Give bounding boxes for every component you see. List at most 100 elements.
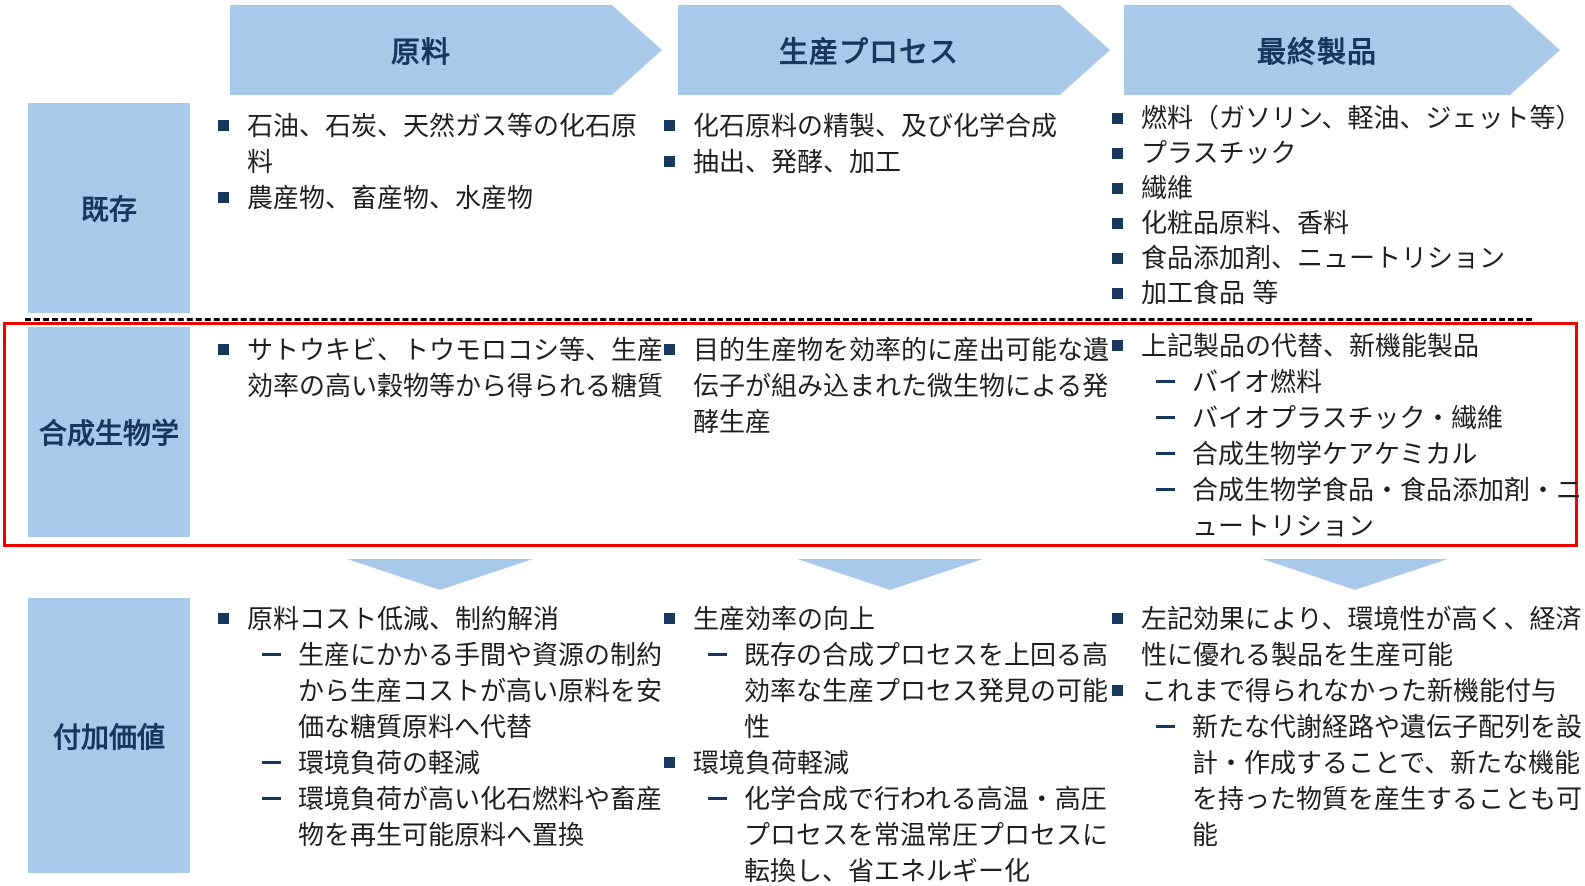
- cell-added-value-raw-materials: 原料コスト低減、制約解消 生産にかかる手間や資源の制約から生産コストが高い原料を…: [214, 601, 662, 853]
- bullet-icon: [1112, 685, 1123, 696]
- list-item: 環境負荷が高い化石燃料や畜産物を再生可能原料へ置換: [214, 781, 662, 853]
- list-item: 繊維: [1108, 171, 1585, 206]
- dash-icon: [708, 797, 727, 800]
- list-item-text: 原料コスト低減、制約解消: [247, 604, 560, 634]
- bullet-icon: [664, 120, 675, 131]
- bullet-icon: [218, 344, 229, 355]
- bullet-icon: [1112, 288, 1123, 299]
- bullet-icon: [1112, 148, 1123, 159]
- list-item: サトウキビ、トウモロコシ等、生産効率の高い穀物等から得られる糖質: [214, 332, 666, 404]
- dash-icon: [262, 653, 281, 656]
- row-label-text: 既存: [80, 194, 137, 225]
- row-label-text: 合成生物学: [38, 418, 179, 449]
- dash-icon: [1156, 488, 1175, 491]
- list-item-text: 抽出、発酵、加工: [693, 147, 902, 177]
- dashed-divider-line: [25, 318, 1532, 321]
- cell-synbio-production-process: 目的生産物を効率的に産出可能な遺伝子が組み込まれた微生物による発酵生産: [660, 332, 1115, 440]
- list-item-text: 食品添加剤、ニュートリション: [1141, 243, 1506, 273]
- list-item-text: バイオ燃料: [1192, 367, 1323, 397]
- dash-icon: [1156, 416, 1175, 419]
- dash-icon: [1156, 380, 1175, 383]
- dash-icon: [262, 797, 281, 800]
- stage-arrow-label: 最終製品: [1256, 37, 1377, 69]
- list-item-text: 既存の合成プロセスを上回る高効率な生産プロセス発見の可能性: [744, 640, 1109, 742]
- stage-arrow-raw-materials: 原料: [230, 5, 662, 95]
- list-item-text: 生産効率の向上: [693, 604, 876, 634]
- list-item-text: 化学合成で行われる高温・高圧プロセスを常温常圧プロセスに転換し、省エネルギー化: [744, 784, 1109, 886]
- list-item-text: 新たな代謝経路や遺伝子配列を設計・作成することで、新たな機能を持った物質を産生す…: [1192, 712, 1583, 850]
- list-item-text: 左記効果により、環境性が高く、経済性に優れる製品を生産可能: [1141, 604, 1582, 670]
- stage-arrow-label: 原料: [390, 37, 451, 69]
- stage-arrow-label: 生産プロセス: [778, 37, 959, 69]
- row-label-synthetic-biology: 合成生物学: [28, 327, 190, 537]
- list-item: 原料コスト低減、制約解消: [214, 601, 662, 637]
- list-item-text: 繊維: [1141, 173, 1194, 203]
- list-item-text: 環境負荷の軽減: [298, 748, 481, 778]
- cell-existing-production-process: 化石原料の精製、及び化学合成 抽出、発酵、加工: [660, 108, 1110, 180]
- list-item: これまで得られなかった新機能付与: [1108, 673, 1585, 709]
- list-item-text: プラスチック: [1141, 138, 1297, 168]
- bullet-icon: [1112, 340, 1123, 351]
- bullet-icon: [664, 613, 675, 624]
- cell-added-value-production-process: 生産効率の向上 既存の合成プロセスを上回る高効率な生産プロセス発見の可能性 環境…: [660, 601, 1120, 886]
- row-label-existing: 既存: [28, 103, 190, 313]
- list-item: バイオプラスチック・繊維: [1108, 400, 1583, 436]
- dash-icon: [1156, 452, 1175, 455]
- list-item: 加工食品 等: [1108, 276, 1585, 311]
- list-item: 合成生物学食品・食品添加剤・ニュートリション: [1108, 472, 1583, 544]
- list-item-text: 加工食品 等: [1141, 278, 1279, 308]
- cell-synbio-final-products: 上記製品の代替、新機能製品 バイオ燃料 バイオプラスチック・繊維 合成生物学ケア…: [1108, 328, 1583, 544]
- cell-synbio-raw-materials: サトウキビ、トウモロコシ等、生産効率の高い穀物等から得られる糖質: [214, 332, 666, 404]
- cell-existing-final-products: 燃料（ガソリン、軽油、ジェット等） プラスチック 繊維 化粧品原料、香料 食品添…: [1108, 101, 1585, 311]
- dash-icon: [1156, 725, 1175, 728]
- list-item-text: バイオプラスチック・繊維: [1192, 403, 1503, 433]
- list-item-text: これまで得られなかった新機能付与: [1141, 676, 1558, 706]
- bullet-icon: [664, 757, 675, 768]
- cell-existing-raw-materials: 石油、石炭、天然ガス等の化石原料 農産物、畜産物、水産物: [214, 108, 662, 216]
- list-item-text: 合成生物学ケアケミカル: [1192, 439, 1478, 469]
- dash-icon: [262, 761, 281, 764]
- bullet-icon: [1112, 613, 1123, 624]
- list-item: 抽出、発酵、加工: [660, 144, 1110, 180]
- list-item-text: 農産物、畜産物、水産物: [247, 183, 534, 213]
- list-item-text: 環境負荷軽減: [693, 748, 850, 778]
- list-item: 既存の合成プロセスを上回る高効率な生産プロセス発見の可能性: [660, 637, 1120, 745]
- list-item: 生産にかかる手間や資源の制約から生産コストが高い原料を安価な糖質原料へ代替: [214, 637, 662, 745]
- list-item: 環境負荷軽減: [660, 745, 1120, 781]
- bullet-icon: [1112, 218, 1123, 229]
- list-item: 生産効率の向上: [660, 601, 1120, 637]
- list-item: 目的生産物を効率的に産出可能な遺伝子が組み込まれた微生物による発酵生産: [660, 332, 1115, 440]
- cell-added-value-final-products: 左記効果により、環境性が高く、経済性に優れる製品を生産可能 これまで得られなかっ…: [1108, 601, 1585, 853]
- list-item-text: 化粧品原料、香料: [1141, 208, 1350, 238]
- bullet-icon: [1112, 183, 1123, 194]
- stage-arrow-final-products: 最終製品: [1124, 5, 1560, 95]
- list-item: 化学合成で行われる高温・高圧プロセスを常温常圧プロセスに転換し、省エネルギー化: [660, 781, 1120, 886]
- down-arrow-icon: [347, 559, 533, 590]
- bullet-icon: [664, 156, 675, 167]
- list-item-text: 生産にかかる手間や資源の制約から生産コストが高い原料を安価な糖質原料へ代替: [298, 640, 663, 742]
- bullet-icon: [218, 120, 229, 131]
- list-item: 食品添加剤、ニュートリション: [1108, 241, 1585, 276]
- synthetic-biology-highlight-box: [3, 322, 1578, 547]
- list-item-text: サトウキビ、トウモロコシ等、生産効率の高い穀物等から得られる糖質: [247, 335, 664, 401]
- list-item: プラスチック: [1108, 136, 1585, 171]
- list-item-text: 合成生物学食品・食品添加剤・ニュートリション: [1192, 475, 1583, 541]
- list-item-text: 環境負荷が高い化石燃料や畜産物を再生可能原料へ置換: [298, 784, 663, 850]
- bullet-icon: [218, 613, 229, 624]
- list-item: バイオ燃料: [1108, 364, 1583, 400]
- list-item-text: 化石原料の精製、及び化学合成: [693, 111, 1058, 141]
- list-item-text: 上記製品の代替、新機能製品: [1141, 331, 1480, 361]
- list-item: 化粧品原料、香料: [1108, 206, 1585, 241]
- list-item: 石油、石炭、天然ガス等の化石原料: [214, 108, 662, 180]
- list-item: 新たな代謝経路や遺伝子配列を設計・作成することで、新たな機能を持った物質を産生す…: [1108, 709, 1585, 853]
- dash-icon: [708, 653, 727, 656]
- bullet-icon: [1112, 113, 1123, 124]
- list-item: 農産物、畜産物、水産物: [214, 180, 662, 216]
- list-item-text: 石油、石炭、天然ガス等の化石原料: [247, 111, 638, 177]
- bullet-icon: [664, 344, 675, 355]
- row-label-added-value: 付加価値: [28, 598, 190, 873]
- bullet-icon: [218, 192, 229, 203]
- list-item: 化石原料の精製、及び化学合成: [660, 108, 1110, 144]
- list-item: 環境負荷の軽減: [214, 745, 662, 781]
